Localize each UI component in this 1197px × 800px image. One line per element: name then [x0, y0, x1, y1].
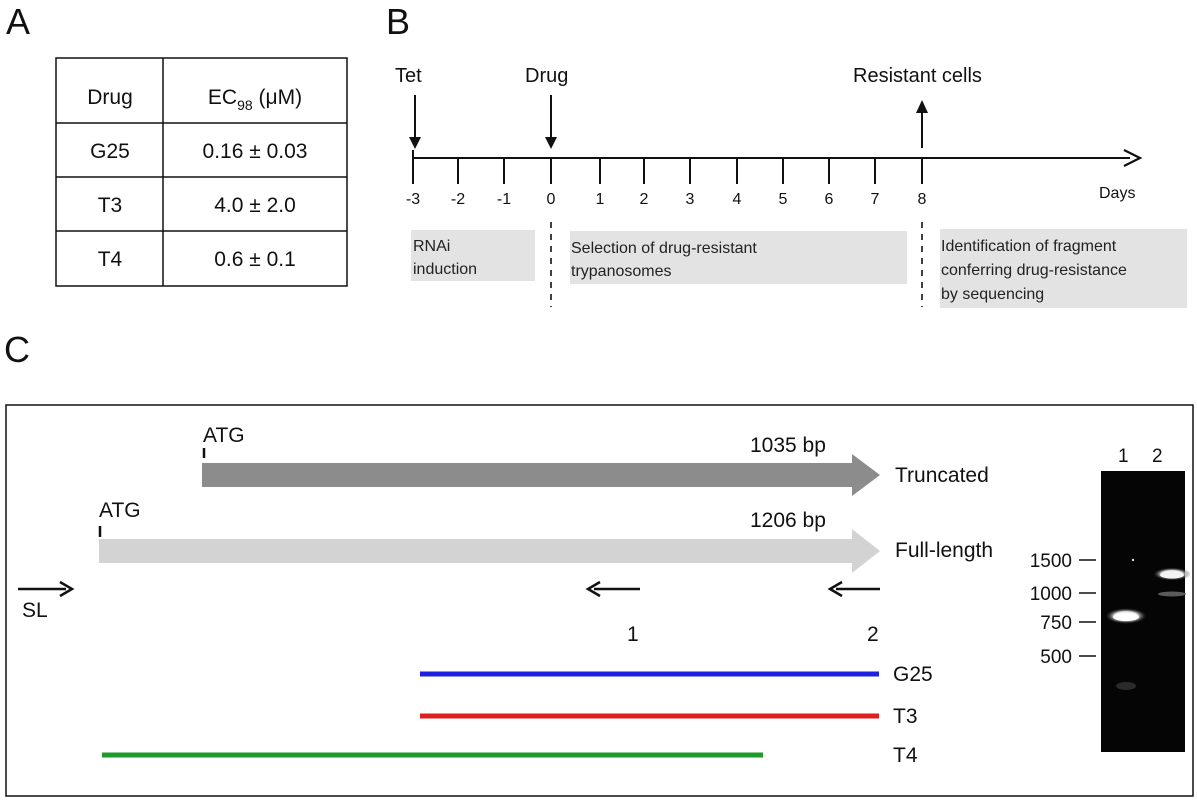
primer-2-label: 2 — [867, 623, 879, 646]
gel-spot — [1131, 558, 1135, 562]
day-label: -1 — [497, 191, 511, 208]
day-label: 8 — [918, 191, 927, 208]
table-header-drug: Drug — [87, 86, 133, 109]
gel-band — [1160, 571, 1184, 579]
primer-2-arrow-head — [827, 580, 843, 598]
gel-marker-label: 1000 — [1030, 584, 1072, 605]
panel-b-letter: B — [386, 1, 410, 42]
resistant-arrow-head — [916, 100, 928, 113]
day-label: 6 — [825, 191, 834, 208]
phase-box-rnai — [411, 230, 535, 281]
full-length-atg-label: ATG — [99, 499, 141, 522]
phase-text-line: RNAi — [413, 238, 450, 255]
gel-marker-label: 750 — [1040, 613, 1072, 634]
drug-label: Drug — [525, 65, 568, 87]
phase-box-identification — [940, 229, 1187, 308]
drug-arrow-head — [545, 137, 557, 149]
phase-text-line: by sequencing — [941, 286, 1044, 303]
gel-lane-1-label: 1 — [1118, 446, 1129, 467]
g25-fragment-label: G25 — [893, 663, 933, 686]
table-row-ec98: 4.0 ± 2.0 — [214, 194, 296, 217]
truncated-size-label: 1035 bp — [750, 434, 826, 457]
gel-lane-2-label: 2 — [1152, 446, 1163, 467]
full-length-name-label: Full-length — [895, 539, 993, 562]
t3-fragment-label: T3 — [893, 705, 918, 728]
t4-fragment-label: T4 — [893, 744, 918, 767]
day-label: -2 — [451, 191, 465, 208]
table-row-ec98: 0.6 ± 0.1 — [214, 248, 296, 271]
primer-1-label: 1 — [627, 623, 639, 646]
day-label: 1 — [596, 191, 605, 208]
phase-text-line: induction — [413, 261, 477, 278]
phase-text-line: Identification of fragment — [941, 238, 1117, 255]
primer-1-arrow-head — [585, 580, 601, 598]
sl-primer-arrow-head — [59, 580, 75, 598]
gel-band — [1116, 682, 1136, 690]
phase-text-line: conferring drug-resistance — [941, 262, 1127, 279]
panel-c-frame — [5, 404, 1194, 797]
day-label: 7 — [871, 191, 880, 208]
sl-primer-label: SL — [22, 599, 48, 622]
table-row-drug: T3 — [98, 194, 123, 217]
gel-marker-label: 500 — [1040, 647, 1072, 668]
gel-marker-label: 1500 — [1030, 551, 1072, 572]
full-length-size-label: 1206 bp — [750, 509, 826, 532]
phase-text-line: trypanosomes — [571, 263, 672, 280]
table-header-ec98: EC98 (μM) — [208, 86, 302, 113]
table-row-ec98: 0.16 ± 0.03 — [203, 140, 308, 163]
phase-box-selection — [570, 231, 907, 284]
phase-text-line: Selection of drug-resistant — [571, 240, 757, 257]
full-length-gene-arrow — [99, 529, 880, 573]
day-label: 5 — [779, 191, 788, 208]
timeline-arrow-head — [1123, 149, 1143, 167]
truncated-name-label: Truncated — [895, 464, 989, 487]
tet-arrow-head — [409, 137, 421, 149]
day-ticks: -3 -2 -1 0 1 2 3 4 5 6 7 8 — [406, 150, 927, 208]
table-row-drug: T4 — [98, 248, 123, 271]
table-row-drug: G25 — [90, 140, 130, 163]
truncated-gene-arrow — [202, 454, 880, 496]
resistant-cells-label: Resistant cells — [853, 65, 982, 87]
day-label: 0 — [547, 191, 556, 208]
panel-a-letter: A — [6, 1, 30, 42]
truncated-atg-label: ATG — [203, 424, 245, 447]
days-label: Days — [1099, 185, 1135, 202]
day-label: -3 — [406, 191, 420, 208]
tet-label: Tet — [395, 65, 422, 87]
day-label: 2 — [640, 191, 649, 208]
gel-band — [1113, 613, 1139, 621]
panel-c-letter: C — [4, 329, 30, 370]
ec98-table — [55, 57, 348, 287]
day-label: 3 — [686, 191, 695, 208]
gel-band — [1158, 591, 1186, 597]
day-label: 4 — [733, 191, 742, 208]
